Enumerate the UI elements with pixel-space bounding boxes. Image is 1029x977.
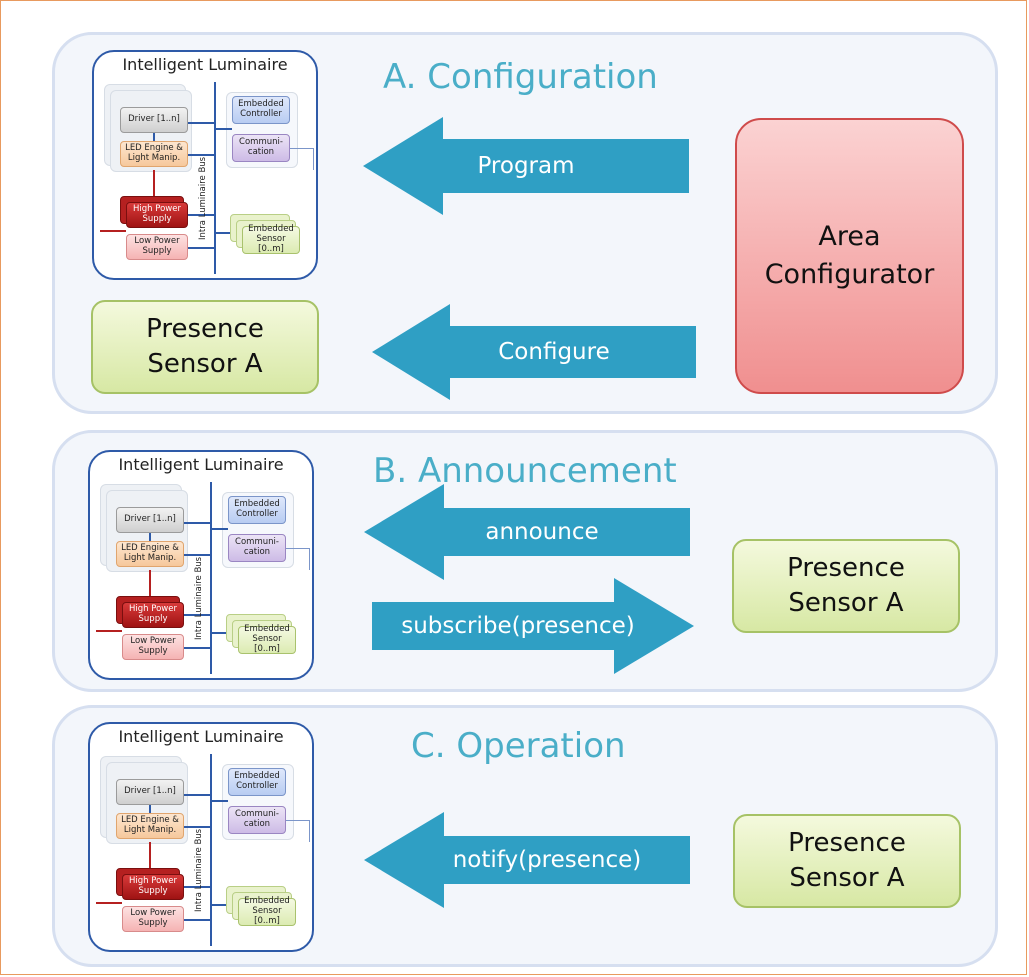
driver-block: Driver [1..n]: [116, 507, 184, 533]
embedded-controller-block: Embedded Controller: [228, 768, 286, 796]
presence-line2: Sensor A: [789, 863, 905, 893]
bus-stub: [188, 214, 214, 216]
arrow-label: announce: [485, 519, 599, 545]
communication-block: Communi-cation: [228, 534, 286, 562]
bus-stub: [188, 122, 214, 124]
intelligent-luminaire: Intelligent Luminaire Driver [1..n] LED …: [88, 722, 314, 952]
arrow-label: Configure: [498, 339, 610, 365]
connector-line: [149, 805, 151, 813]
bus-stub: [184, 522, 210, 524]
high-power-supply-block: High Power Supply: [122, 874, 184, 900]
communication-block: Communi-cation: [232, 134, 290, 162]
intelligent-luminaire: Intelligent Luminaire Driver [1..n] LED …: [92, 50, 318, 280]
driver-block: Driver [1..n]: [116, 779, 184, 805]
connector-line: [149, 533, 151, 541]
arrow-label: Program: [477, 153, 575, 179]
low-power-supply-block: Low Power Supply: [122, 634, 184, 660]
led-engine-block: LED Engine & Light Manip.: [116, 813, 184, 839]
area-line2: Configurator: [764, 259, 935, 290]
embedded-controller-block: Embedded Controller: [232, 96, 290, 124]
program-arrow: Program: [363, 117, 689, 215]
intelligent-luminaire: Intelligent Luminaire Driver [1..n] LED …: [88, 450, 314, 680]
driver-block: Driver [1..n]: [120, 107, 188, 133]
area-line1: Area: [818, 221, 881, 253]
area-configurator-box: Area Configurator: [735, 118, 964, 394]
power-line: [153, 170, 155, 198]
embedded-controller-block: Embedded Controller: [228, 496, 286, 524]
comm-link: [313, 148, 314, 170]
arrow-shape: [364, 484, 690, 580]
bus-stub: [184, 826, 210, 828]
bus-stub: [184, 794, 210, 796]
bus-stub: [212, 904, 226, 906]
bus-label: Intra Luminaire Bus: [194, 556, 204, 640]
subscribe-arrow: subscribe(presence): [372, 578, 694, 674]
bus-stub: [188, 247, 214, 249]
power-line: [149, 842, 151, 870]
led-engine-block: LED Engine & Light Manip.: [116, 541, 184, 567]
bus-label: Intra Luminaire Bus: [194, 828, 204, 912]
arrow-shape: [372, 304, 696, 400]
bus-stub: [216, 128, 232, 130]
luminaire-title: Intelligent Luminaire: [118, 727, 284, 746]
comm-link: [286, 548, 310, 549]
presence-line1: Presence: [788, 827, 906, 858]
arrow-shape: [363, 117, 689, 215]
notify-arrow: notify(presence): [364, 812, 690, 908]
power-line: [149, 570, 151, 598]
comm-link: [286, 820, 310, 821]
panel-title: A. Configuration: [383, 57, 658, 97]
bus-stub: [212, 800, 228, 802]
embedded-sensor-block: Embedded Sensor [0..m]: [238, 624, 296, 654]
arrow-shape: [364, 812, 690, 908]
bus-stub: [212, 528, 228, 530]
connector-line: [153, 133, 155, 141]
comm-link: [290, 148, 314, 149]
bus-line: [210, 754, 212, 946]
bus-stub: [184, 919, 210, 921]
communication-block: Communi-cation: [228, 806, 286, 834]
power-line: [100, 230, 126, 232]
arrow-label: notify(presence): [452, 847, 642, 873]
power-line: [96, 630, 122, 632]
high-power-supply-block: High Power Supply: [122, 602, 184, 628]
presence-line1: Presence: [146, 313, 264, 344]
comm-link: [309, 548, 310, 570]
low-power-supply-block: Low Power Supply: [126, 234, 188, 260]
bus-label: Intra Luminaire Bus: [198, 156, 208, 240]
presence-line2: Sensor A: [147, 349, 263, 379]
bus-stub: [184, 554, 210, 556]
arrow-shape: [372, 578, 694, 674]
low-power-supply-block: Low Power Supply: [122, 906, 184, 932]
presence-line1: Presence: [787, 552, 905, 583]
bus-line: [214, 82, 216, 274]
luminaire-title: Intelligent Luminaire: [118, 455, 284, 474]
power-line: [96, 902, 122, 904]
arrow-label: subscribe(presence): [401, 613, 635, 639]
bus-stub: [212, 632, 226, 634]
bus-stub: [184, 647, 210, 649]
bus-stub: [184, 614, 210, 616]
panel-title: C. Operation: [411, 726, 626, 766]
presence-line2: Sensor A: [788, 588, 904, 618]
bus-stub: [188, 154, 214, 156]
luminaire-title: Intelligent Luminaire: [122, 55, 288, 74]
led-engine-block: LED Engine & Light Manip.: [120, 141, 188, 167]
presence-sensor-box: Presence Sensor A: [91, 300, 319, 394]
presence-sensor-box: Presence Sensor A: [733, 814, 961, 908]
presence-sensor-box: Presence Sensor A: [732, 539, 960, 633]
bus-stub: [216, 232, 230, 234]
comm-link: [309, 820, 310, 842]
panel-title: B. Announcement: [373, 451, 677, 491]
embedded-sensor-block: Embedded Sensor [0..m]: [242, 224, 300, 254]
configure-arrow: Configure: [372, 304, 696, 400]
bus-stub: [184, 886, 210, 888]
bus-line: [210, 482, 212, 674]
embedded-sensor-block: Embedded Sensor [0..m]: [238, 896, 296, 926]
high-power-supply-block: High Power Supply: [126, 202, 188, 228]
announce-arrow: announce: [364, 484, 690, 580]
